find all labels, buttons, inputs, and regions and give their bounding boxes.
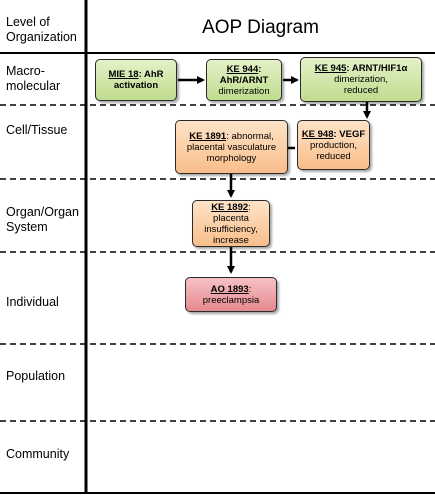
node-ke-948[interactable]: KE 948: VEGF production, reduced <box>297 120 370 170</box>
level-label-line: Individual <box>6 295 59 309</box>
node-text: : placenta <box>213 201 251 224</box>
node-text: increase <box>213 234 249 246</box>
node-id: AO 1893 <box>210 283 249 295</box>
node-text: : AhR <box>138 69 164 80</box>
node-text: : <box>258 63 262 75</box>
node-text: placental vasculature <box>186 141 277 153</box>
level-label-population: Population <box>6 369 65 384</box>
node-text: dimerization <box>218 85 270 97</box>
level-label-line: Community <box>6 447 70 461</box>
node-text: dimerization, <box>334 74 388 85</box>
node-text: morphology <box>206 152 257 164</box>
level-header-line2: Organization <box>6 30 77 44</box>
level-header: Level of Organization <box>6 15 77 45</box>
page-title: AOP Diagram <box>202 17 319 38</box>
node-text: reduced <box>316 150 351 162</box>
level-label-line: molecular <box>6 79 61 93</box>
level-label-line: Organ/Organ <box>6 205 79 219</box>
node-text: insufficiency, <box>204 223 258 235</box>
node-id: KE 945 <box>314 63 347 74</box>
node-ke-1891[interactable]: KE 1891: abnormal, placental vasculature… <box>175 120 288 174</box>
level-header-line1: Level of <box>6 15 50 29</box>
node-id: KE 948 <box>301 128 334 140</box>
node-ke-1892[interactable]: KE 1892: placenta insufficiency, increas… <box>192 200 270 247</box>
node-ke-944[interactable]: KE 944: AhR/ARNT dimerization <box>206 59 282 101</box>
node-text: : ARNT/HIF1α <box>346 63 408 74</box>
level-label-line: Macro- <box>6 64 45 78</box>
node-ao-1893[interactable]: AO 1893: preeclampsia <box>185 277 277 312</box>
node-text: activation <box>113 80 159 91</box>
node-id: MIE 18 <box>108 69 139 80</box>
node-id: KE 1891 <box>189 130 227 142</box>
level-label-line: Population <box>6 369 66 383</box>
node-text: : abnormal, <box>226 130 274 142</box>
node-text: production, <box>309 139 357 151</box>
level-label-organ: Organ/Organ System <box>6 205 79 235</box>
level-label-line: System <box>6 220 48 234</box>
level-label-cell-tissue: Cell/Tissue <box>6 123 67 138</box>
node-id: KE 1892 <box>211 201 249 213</box>
node-text: : <box>248 283 252 295</box>
level-label-community: Community <box>6 447 69 462</box>
node-text: AhR/ARNT <box>219 74 269 86</box>
node-ke-945[interactable]: KE 945: ARNT/HIF1α dimerization, reduced <box>300 57 422 102</box>
level-label-line: Cell/Tissue <box>6 123 68 137</box>
node-text: preeclampsia <box>202 294 260 306</box>
node-text: reduced <box>343 85 379 96</box>
node-text: : VEGF <box>333 128 366 140</box>
level-label-macromolecular: Macro- molecular <box>6 64 60 94</box>
node-id: KE 944 <box>226 63 259 75</box>
node-mie-18[interactable]: MIE 18: AhR activation <box>95 59 177 101</box>
level-label-individual: Individual <box>6 295 59 310</box>
